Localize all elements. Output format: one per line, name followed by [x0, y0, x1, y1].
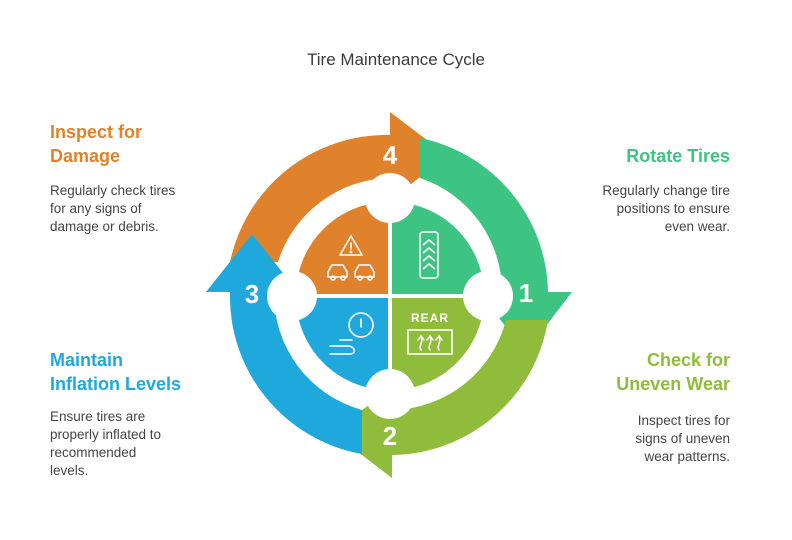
tire-tread-icon [419, 231, 439, 279]
step-2-heading-line: Check for [646, 350, 730, 370]
step-3-number: 3 [245, 279, 259, 309]
step-3-description-line: recommended [50, 445, 137, 460]
step-2-description-line: wear patterns. [644, 449, 730, 464]
step-3-heading-line: Maintain [50, 350, 124, 370]
step-4-description-line: damage or debris. [50, 219, 159, 234]
step-3-quadrant [296, 298, 388, 390]
notch-bottom [365, 369, 415, 419]
step-2-description: Inspect tires for signs of uneven wear p… [635, 412, 730, 466]
notch-top [365, 173, 415, 223]
step-2-description-line: signs of uneven [635, 431, 730, 446]
step-3-arrow [206, 234, 362, 454]
step-1-arrow [420, 138, 572, 352]
step-2-quadrant [392, 298, 484, 390]
collision-warning-icon [327, 235, 375, 281]
notch-right [463, 271, 513, 321]
step-2-description-line: Inspect tires for [637, 413, 730, 428]
step-2-heading-line: Uneven Wear [616, 374, 730, 394]
step-1-number: 1 [519, 278, 533, 308]
tire-pressure-icon [329, 312, 374, 355]
rear-defrost-icon: REAR [407, 311, 453, 355]
step-4-quadrant [296, 202, 388, 294]
step-1-description-line: Regularly change tire [602, 183, 730, 198]
step-2-arrow [332, 320, 548, 478]
step-3-description-line: properly inflated to [50, 427, 162, 442]
step-1-description-line: even wear. [664, 219, 730, 234]
step-4-heading-line: Inspect for [50, 122, 143, 142]
diagram-title: Tire Maintenance Cycle [307, 50, 485, 69]
step-3-heading: Maintain Inflation Levels [50, 348, 181, 396]
step-4-description-line: for any signs of [50, 201, 142, 216]
step-4-description-line: Regularly check tires [50, 183, 176, 198]
step-4-heading: Inspect for Damage [50, 120, 142, 168]
step-1-heading: Rotate Tires [626, 144, 730, 168]
step-2-heading: Check for Uneven Wear [616, 348, 730, 396]
step-4-number: 4 [383, 140, 398, 170]
step-1-description: Regularly change tire positions to ensur… [602, 182, 730, 236]
step-1-heading-line: Rotate Tires [626, 146, 730, 166]
rear-defrost-label: REAR [411, 311, 449, 325]
step-3-description-line: Ensure tires are [50, 409, 146, 424]
step-4-description: Regularly check tires for any signs of d… [50, 182, 175, 236]
step-4-heading-line: Damage [50, 146, 121, 166]
step-3-description-line: levels. [50, 463, 89, 478]
step-3-description: Ensure tires are properly inflated to re… [50, 408, 161, 480]
step-1-description-line: positions to ensure [616, 201, 730, 216]
notch-left [267, 271, 317, 321]
step-3-heading-line: Inflation Levels [50, 374, 182, 394]
step-2-number: 2 [383, 421, 397, 451]
step-4-arrow [230, 112, 448, 262]
